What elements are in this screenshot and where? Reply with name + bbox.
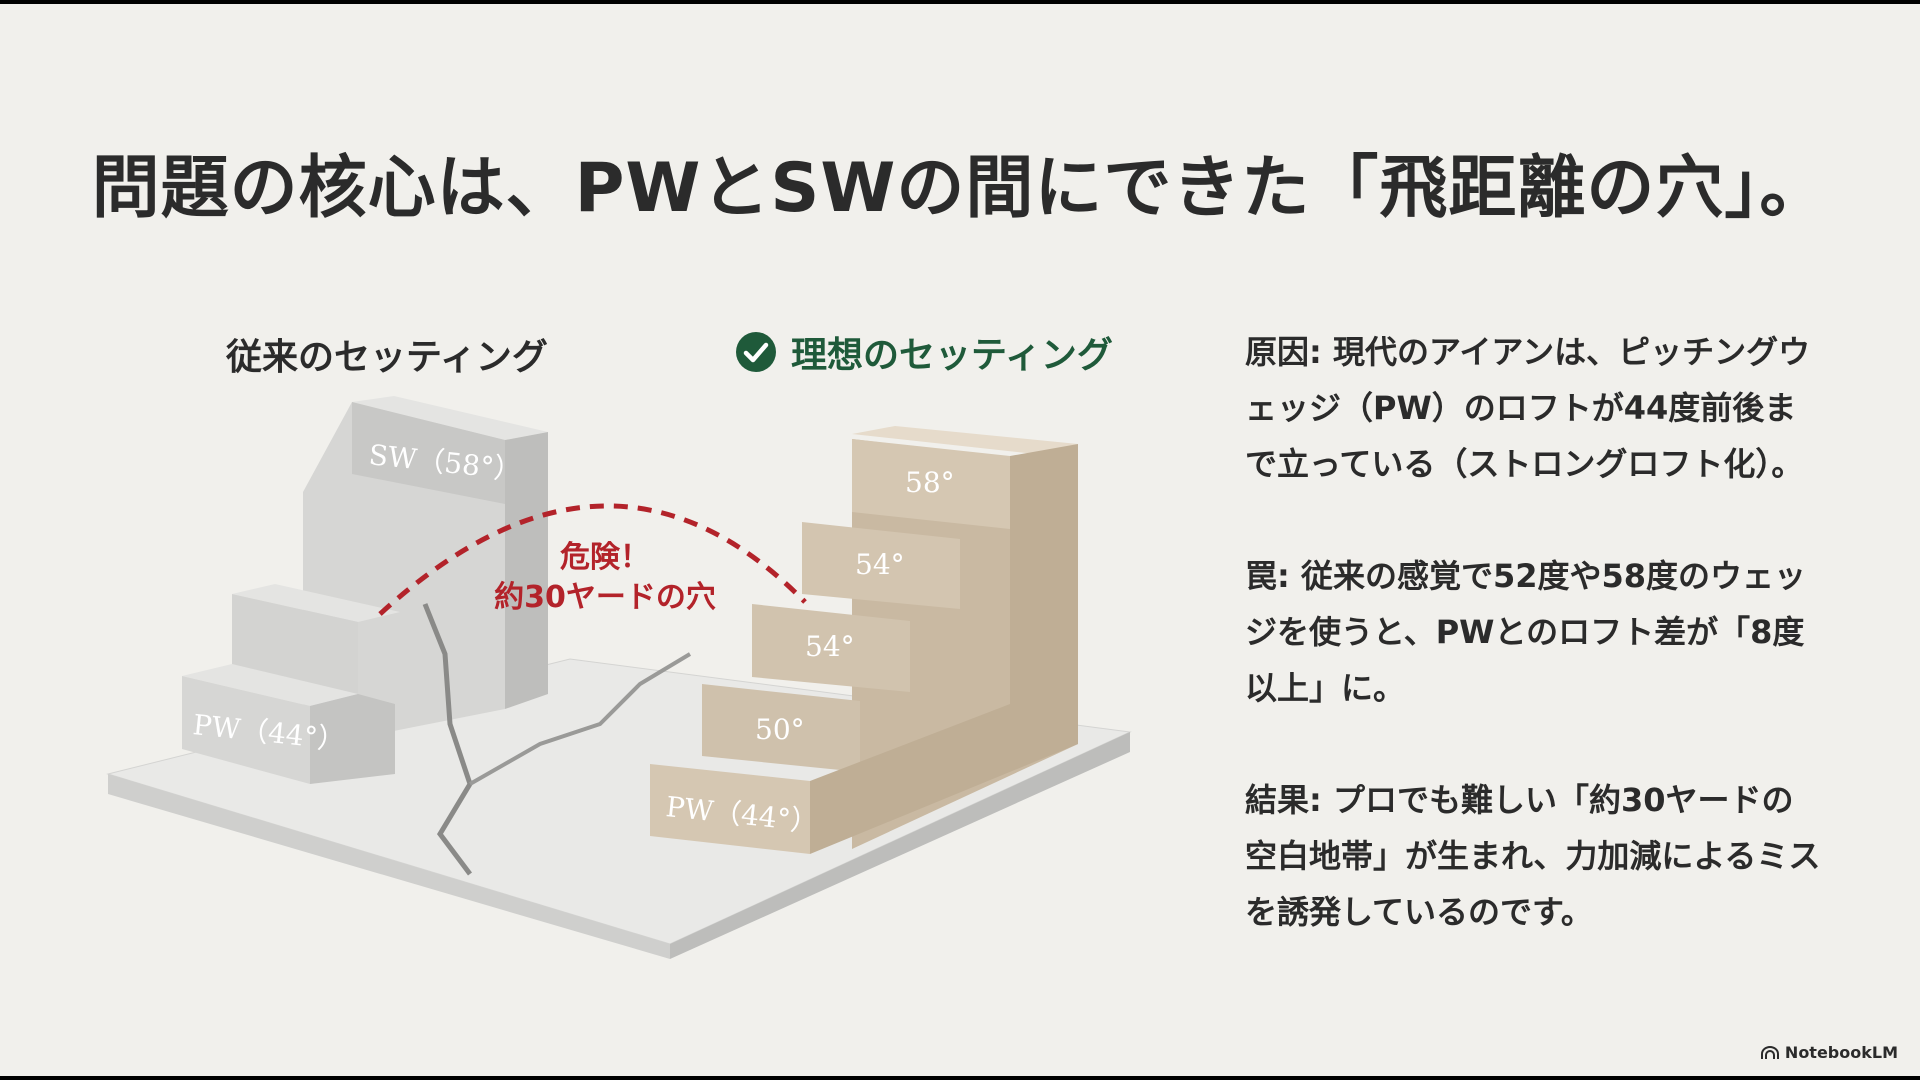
brand-logo: NotebookLM xyxy=(1760,1043,1898,1062)
danger-arc xyxy=(378,503,807,616)
left-setting-label: 従来のセッティング xyxy=(226,337,548,378)
pw-block-upper-face xyxy=(232,594,358,694)
cause-paragraph: 原因: 現代のアイアンは、ピッチングウェッジ（PW）のロフトが44度前後まで立っ… xyxy=(1245,324,1825,492)
loft-gap-diagram: SW（58°） PW（44°） 58° 54° 54° 50° PW（44°） … xyxy=(106,396,1132,959)
step-50-face xyxy=(702,684,860,772)
trap-paragraph: 罠: 従来の感覚で52度や58度のウェッジを使うと、PWとのロフト差が「8度以上… xyxy=(1245,548,1825,716)
check-circle-icon xyxy=(736,332,776,372)
pw-block-side-face xyxy=(310,694,395,784)
right-step-label-54b: 54° xyxy=(805,630,855,663)
stairs-right-side xyxy=(810,444,1078,854)
sw-block-right-face xyxy=(505,432,548,709)
right-step-label-50: 50° xyxy=(755,713,805,746)
explanation-panel: 原因: 現代のアイアンは、ピッチングウェッジ（PW）のロフトが44度前後まで立っ… xyxy=(1245,324,1825,996)
pw-block-lower-face xyxy=(182,676,310,784)
right-step-label-58: 58° xyxy=(905,466,955,499)
result-label: 結果: xyxy=(1245,781,1322,819)
base-slab-right-face xyxy=(670,732,1130,959)
step-54b-face xyxy=(752,604,910,692)
cause-label: 原因: xyxy=(1245,333,1322,371)
step-58-top xyxy=(852,426,1078,454)
right-setting-label-text: 理想のセッティング xyxy=(791,335,1113,376)
danger-label-line2: 約30ヤードの穴 xyxy=(494,580,716,615)
crack-line-branch xyxy=(469,652,692,786)
brand-name: NotebookLM xyxy=(1784,1043,1898,1062)
result-text: プロでも難しい「約30ヤードの空白地帯」が生まれ、力加減によるミスを誘発している… xyxy=(1245,781,1821,931)
trap-label: 罠: xyxy=(1245,557,1290,595)
step-54a-face xyxy=(802,522,960,609)
sw-label-plate xyxy=(352,402,505,504)
sw-block-top xyxy=(352,396,548,440)
right-step-label-54a: 54° xyxy=(855,548,905,581)
base-slab-left-face xyxy=(108,774,670,959)
cause-text: 現代のアイアンは、ピッチングウェッジ（PW）のロフトが44度前後まで立っている（… xyxy=(1245,333,1811,483)
pw-block-lower-top xyxy=(182,664,358,706)
trap-text: 従来の感覚で52度や58度のウェッジを使うと、PWとのロフト差が「8度以上」に。 xyxy=(1245,557,1807,707)
danger-label-line1: 危険！ xyxy=(560,540,650,575)
step-58-face xyxy=(852,439,1010,529)
slide: 問題の核心は、PWとSWの間にできた「飛距離の穴」。 SW（58°） PW（44… xyxy=(0,4,1920,1076)
pw-block-upper-top xyxy=(232,584,400,622)
page-title: 問題の核心は、PWとSWの間にできた「飛距離の穴」。 xyxy=(91,149,1829,228)
result-paragraph: 結果: プロでも難しい「約30ヤードの空白地帯」が生まれ、力加減によるミスを誘発… xyxy=(1245,772,1825,940)
right-setting-label: 理想のセッティング xyxy=(735,326,1113,378)
step-pw-face xyxy=(650,764,810,854)
crack-line xyxy=(422,603,473,876)
notebooklm-icon xyxy=(1760,1045,1779,1059)
